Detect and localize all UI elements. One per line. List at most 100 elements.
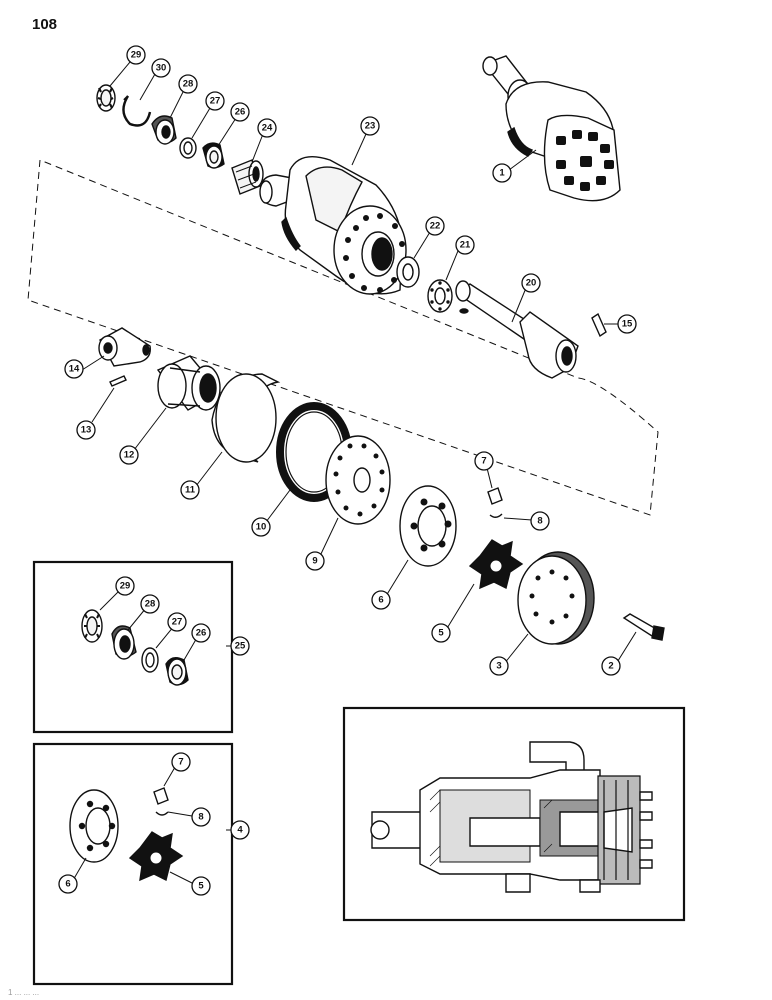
callout-2: 2 (601, 656, 621, 676)
kit25-callout-26: 26 (191, 623, 211, 643)
callout-23: 23 (360, 116, 380, 136)
bearing-cup-28-drawing (151, 115, 177, 145)
svg-text:24: 24 (262, 123, 273, 134)
callout-5: 5 (431, 623, 451, 643)
page-number: 108 (32, 16, 58, 33)
callout-8: 8 (530, 511, 550, 531)
svg-text:28: 28 (183, 79, 194, 90)
callout-27: 27 (205, 91, 225, 111)
kit-star-rotor-5-drawing (128, 831, 184, 882)
callout-24: 24 (257, 118, 277, 138)
svg-text:28: 28 (145, 599, 156, 610)
callout-26: 26 (230, 102, 250, 122)
footer-text: 1 ... ... ... (8, 988, 40, 997)
pin-15-drawing (591, 312, 607, 338)
housing-23-drawing (259, 156, 407, 295)
cross-section-drawing (370, 741, 653, 893)
bearing-29-drawing (96, 84, 116, 112)
callout-7: 7 (474, 451, 494, 471)
callout-13: 13 (76, 420, 96, 440)
callout-22: 22 (425, 216, 445, 236)
cross-section-box (342, 706, 686, 922)
kit-spring-8-drawing (155, 811, 169, 816)
svg-text:7: 7 (178, 757, 183, 768)
svg-text:6: 6 (378, 595, 383, 606)
svg-text:5: 5 (438, 628, 444, 639)
svg-text:25: 25 (235, 641, 246, 652)
kit4-callout-6: 6 (58, 874, 78, 894)
kit4-callout-8: 8 (191, 807, 211, 827)
kit-washer-27-drawing (141, 647, 159, 673)
svg-text:15: 15 (622, 319, 633, 330)
svg-text:23: 23 (365, 121, 376, 132)
svg-text:20: 20 (526, 278, 537, 289)
svg-text:10: 10 (256, 522, 267, 533)
callout-15: 15 (617, 314, 637, 334)
callout-30: 30 (151, 58, 171, 78)
kit4-callout-4: 4 (230, 820, 250, 840)
kit-bearing-29-drawing (81, 609, 103, 643)
kit25-callout-27: 27 (167, 612, 187, 632)
svg-text:30: 30 (156, 63, 167, 74)
assembled-motor-1-drawing (482, 55, 621, 202)
drive-shaft-20-drawing (455, 280, 579, 379)
callout-11: 11 (180, 480, 200, 500)
rotor-ring-6-drawing (399, 485, 457, 567)
bolt-2-drawing (622, 613, 665, 641)
svg-text:26: 26 (235, 107, 246, 118)
thrust-bearing-21-drawing (427, 279, 453, 313)
svg-text:22: 22 (430, 221, 441, 232)
callout-10: 10 (251, 517, 271, 537)
svg-text:11: 11 (185, 485, 196, 496)
svg-text:2: 2 (608, 661, 613, 672)
callout-3: 3 (489, 656, 509, 676)
svg-text:6: 6 (65, 879, 70, 890)
svg-text:27: 27 (210, 96, 221, 107)
callout-14: 14 (64, 359, 84, 379)
kit-rotor-ring-6-drawing (69, 789, 119, 863)
kit-4-box (32, 742, 234, 986)
svg-text:4: 4 (237, 825, 243, 836)
callout-6: 6 (371, 590, 391, 610)
svg-text:8: 8 (198, 812, 203, 823)
svg-text:13: 13 (81, 425, 92, 436)
snap-ring-30-drawing (122, 95, 152, 127)
svg-text:1: 1 (499, 168, 505, 179)
kit25-callout-29: 29 (115, 576, 135, 596)
kit25-callout-25: 25 (230, 636, 250, 656)
leader-lines (71, 61, 637, 885)
svg-text:3: 3 (496, 661, 501, 672)
needle-bearing-24-drawing (231, 159, 264, 195)
callout-9: 9 (305, 551, 325, 571)
svg-text:9: 9 (312, 556, 317, 567)
kit-seal-26-drawing (165, 657, 189, 686)
callout-1: 1 (492, 163, 512, 183)
kit-bearing-cup-28-drawing (111, 625, 137, 660)
star-rotor-5-drawing (468, 539, 524, 590)
kit4-callout-5: 5 (191, 876, 211, 896)
thrust-washer-22-drawing (396, 256, 420, 288)
spring-8-drawing (489, 513, 503, 518)
svg-text:29: 29 (120, 581, 131, 592)
kit-vane-7-drawing (153, 787, 169, 805)
callout-21: 21 (455, 235, 475, 255)
svg-text:21: 21 (460, 240, 471, 251)
svg-text:8: 8 (537, 516, 542, 527)
svg-text:5: 5 (198, 881, 204, 892)
callout-29: 29 (126, 45, 146, 65)
washer-27-drawing (179, 137, 197, 159)
assembly-dashed-outline (27, 159, 659, 516)
kit25-callout-28: 28 (140, 594, 160, 614)
svg-text:12: 12 (124, 450, 135, 461)
plate-9-drawing (325, 435, 391, 525)
ring-11-drawing (211, 373, 281, 463)
seal-26-drawing (202, 142, 225, 169)
callout-20: 20 (521, 273, 541, 293)
svg-text:29: 29 (131, 50, 142, 61)
spacer-12-drawing (156, 355, 222, 411)
coupling-14-drawing (98, 327, 151, 367)
pin-13-drawing (109, 375, 127, 387)
end-cover-3-drawing (517, 551, 595, 645)
svg-text:26: 26 (196, 628, 207, 639)
